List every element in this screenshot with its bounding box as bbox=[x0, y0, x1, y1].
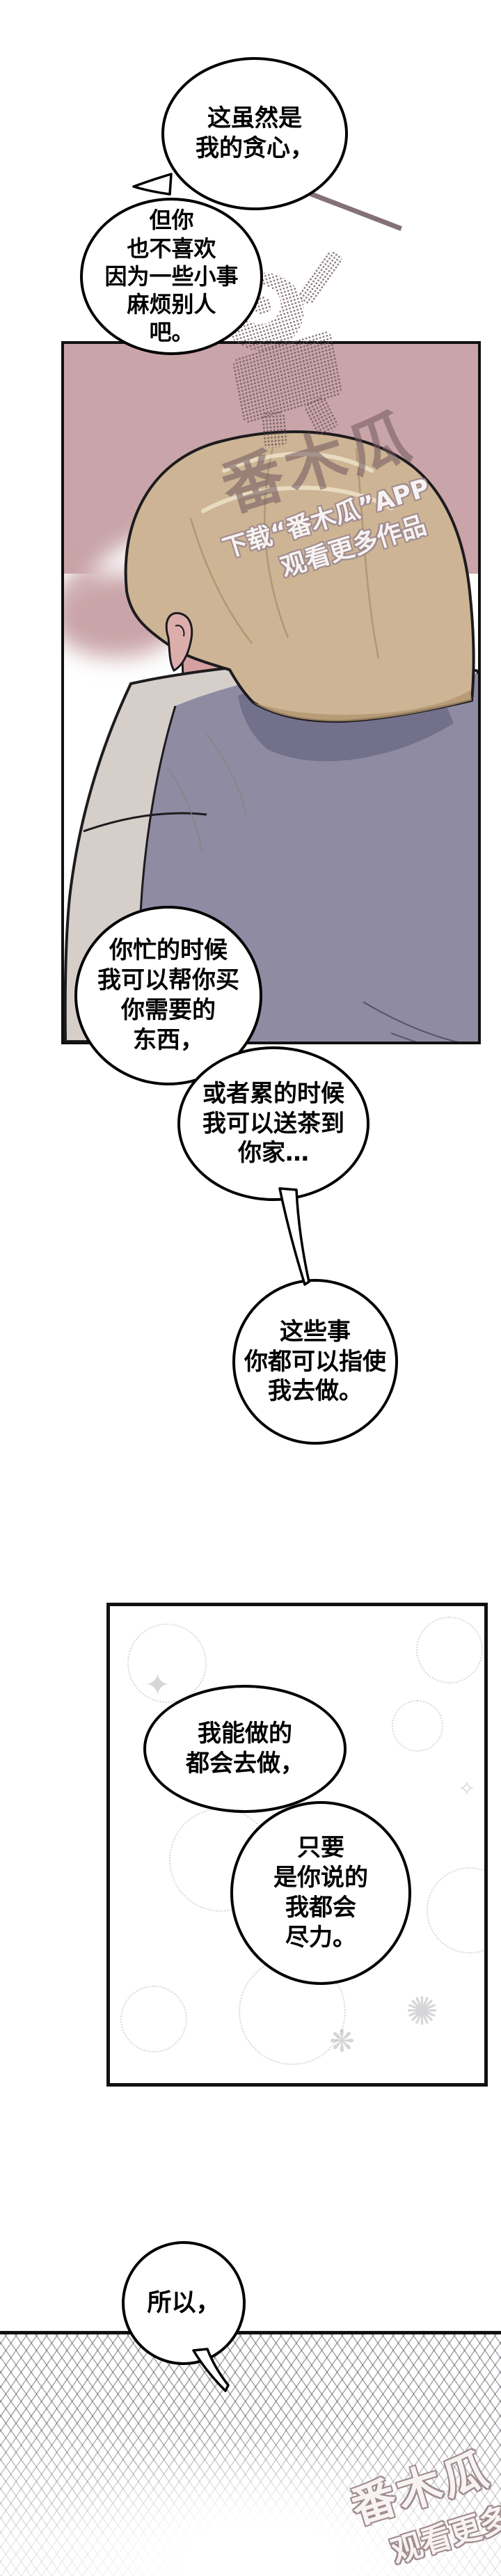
speech-bubble-3: 你忙的时候 我可以帮你买 你需要的 东西， bbox=[74, 906, 262, 1085]
speech-bubble-5: 这些事 你都可以指使 我去做。 bbox=[232, 1279, 398, 1445]
lace-circle bbox=[120, 1986, 187, 2052]
bubble-tail bbox=[278, 1187, 310, 1286]
speech-bubble-1: 这虽然是 我的贪心， bbox=[161, 57, 348, 210]
sparkle-icon: ✦ bbox=[145, 1667, 170, 1703]
character-back-view bbox=[64, 430, 478, 1042]
speech-bubble-8: 所以， bbox=[122, 2241, 246, 2365]
lace-circle bbox=[127, 1624, 207, 1703]
speech-bubble-7: 只要 是你说的 我都会 尽力。 bbox=[230, 1801, 411, 1985]
lace-circle bbox=[392, 1700, 443, 1752]
speech-bubble-6: 我能做的 都会去做， bbox=[143, 1685, 347, 1813]
sparkle-icon: ✧ bbox=[458, 1777, 476, 1801]
starburst-icon: ❋ bbox=[329, 2024, 355, 2059]
bubble-tail bbox=[192, 2348, 230, 2392]
starburst-icon: ✺ bbox=[406, 1989, 438, 2034]
lace-circle bbox=[427, 1867, 484, 1954]
panel-character-back-view bbox=[61, 341, 481, 1044]
crosshatch-texture bbox=[0, 2334, 501, 2576]
speech-bubble-2: 但你 也不喜欢 因为一些小事 麻烦别人 吧。 bbox=[80, 198, 263, 355]
mascot-flag-stick bbox=[303, 189, 402, 231]
lace-circle bbox=[416, 1617, 483, 1683]
bubble-tail bbox=[132, 173, 173, 196]
speech-bubble-4: 或者累的时候 我可以送茶到 你家… bbox=[177, 1046, 369, 1201]
mascot-arm bbox=[296, 247, 346, 308]
panel-clenched-fist: ♪ 紧紧 bbox=[0, 2331, 501, 2576]
